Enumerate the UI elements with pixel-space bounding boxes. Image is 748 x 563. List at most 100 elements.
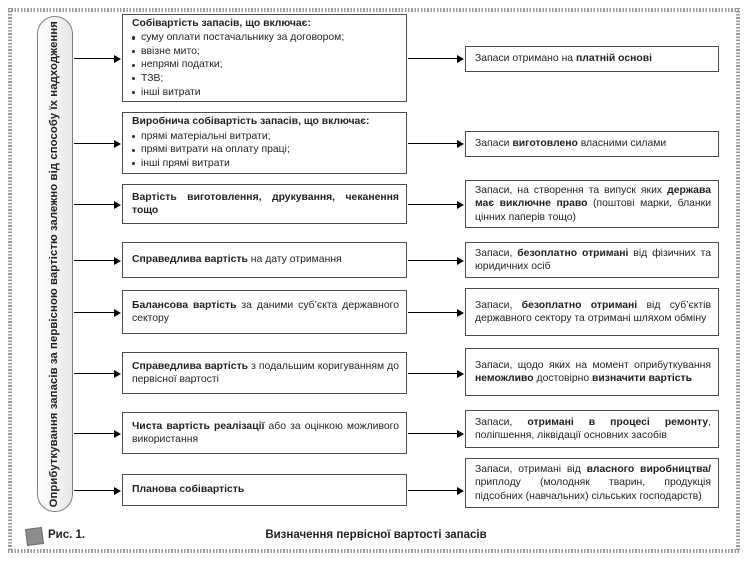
figure-title: Визначення первісної вартості запасів [265,529,487,541]
left-box-4-emphasis: Справедлива вартість [132,254,248,266]
right-box-3-part-2: держава має виключне право [475,185,711,210]
arrow-shaft [408,433,457,435]
list-item: інші прямі витрати [132,157,399,171]
left-to-right-box-arrow-2 [408,139,464,148]
arrow-head-icon [113,200,121,209]
right-box-8-part-3: приплоду (молодняк тварин, продукція під… [475,477,711,502]
right-box-2-part-1: Запаси [475,138,513,150]
right-box-7-part-3: , поліпшення, ліквідації основних засобі… [475,416,712,441]
right-box-7: Запаси, отримані в процесі ремонту, полі… [465,410,719,448]
right-box-2-text: Запаси виготовлено власними силами [475,137,711,150]
list-item: суму оплати постачальнику за договором; [132,31,399,45]
list-item: ТЗВ; [132,72,399,86]
pill-to-left-box-arrow-4 [74,256,121,265]
figure-caption: Рис. 1. Визначення первісної вартості за… [25,527,726,547]
left-box-1: Собівартість запасів, що включає:суму оп… [122,14,407,102]
left-box-7: Чиста вартість реалізації або за оцінкою… [122,412,407,454]
left-box-2-title: Виробнича собівартість запасів, що включ… [132,116,370,128]
arrow-shaft [408,143,457,145]
arrow-head-icon [113,486,121,495]
pill-to-left-box-arrow-8 [74,486,121,495]
arrow-head-icon [113,54,121,63]
right-box-3-part-3: (поштові марки, бланки цінних паперів то… [475,198,712,223]
frame-border-top [8,8,740,12]
arrow-head-icon [456,256,464,265]
left-box-5-emphasis: Балансова вартість [132,299,237,311]
pill-to-left-box-arrow-7 [74,429,121,438]
arrow-head-icon [113,369,121,378]
right-box-5-part-3: від суб’єктів державного сектору та отри… [475,299,712,324]
arrow-shaft [408,373,457,375]
arrow-head-icon [456,308,464,317]
left-box-1-bullet-list: суму оплати постачальнику за договором;в… [132,31,399,99]
left-box-4-text: Справедлива вартість на дату отримання [132,253,399,266]
right-box-8-part-1: Запаси, отримані від [475,464,587,476]
right-box-8: Запаси, отримані від власного виробництв… [465,458,719,508]
right-box-1: Запаси отримано на платній основі [465,46,719,72]
arrow-shaft [74,490,114,492]
right-box-6-part-3: достовірно [533,373,592,384]
frame-border-left [8,8,12,550]
right-box-2: Запаси виготовлено власними силами [465,131,719,157]
left-box-6-text: Справедлива вартість з подальшим коригув… [132,360,399,387]
right-box-6-part-2: неможливо [475,373,534,384]
left-box-5-text: Балансова вартість за даними суб’єкта де… [132,299,399,326]
left-box-3-text: Вартість виготовлення, друкування, чекан… [132,191,399,218]
left-box-5-rest: за даними суб’єкта державного сектору [132,299,399,324]
right-box-1-part-2: платній основі [575,53,653,65]
left-box-5: Балансова вартість за даними суб’єкта де… [122,290,407,334]
right-box-7-part-1: Запаси, [475,416,528,428]
right-box-4-text: Запаси, безоплатно отримані від фізичних… [475,247,711,274]
arrow-head-icon [456,139,464,148]
arrow-shaft [408,260,457,262]
list-item: ввізне мито; [132,45,399,59]
arrow-head-icon [113,139,121,148]
left-box-7-text: Чиста вартість реалізації або за оцінкою… [132,420,399,447]
right-box-4-part-3: від фізичних та юридичних осіб [475,247,711,272]
right-box-4-part-2: безоплатно отримані [517,247,629,259]
left-box-8-text: Планова собівартість [132,483,399,496]
left-box-6-emphasis: Справедлива вартість [132,360,249,372]
vertical-category-label: Оприбуткування запасів за первісною варт… [37,16,73,512]
arrow-shaft [408,58,457,60]
arrow-shaft [74,58,114,60]
right-box-1-part-1: Запаси отримано на [475,53,576,65]
left-box-3-emphasis: Вартість виготовлення, друкування, чекан… [132,191,399,216]
pill-to-left-box-arrow-5 [74,308,121,317]
right-box-6-part-4: визначити вартість [592,373,692,384]
right-box-7-part-2: отримані в процесі ремонту [527,416,709,428]
left-to-right-box-arrow-6 [408,369,464,378]
arrow-head-icon [113,256,121,265]
pill-to-left-box-arrow-3 [74,200,121,209]
left-to-right-box-arrow-3 [408,200,464,209]
arrow-shaft [74,260,114,262]
right-box-5-part-2: безоплатно отримані [521,299,638,311]
arrow-shaft [74,312,114,314]
right-box-5-text: Запаси, безоплатно отримані від суб’єкті… [475,299,711,326]
arrow-head-icon [456,200,464,209]
right-box-5: Запаси, безоплатно отримані від суб’єкті… [465,288,719,336]
right-box-3-part-1: Запаси, на створення та випуск яких [475,185,668,197]
list-item: інші витрати [132,86,399,100]
right-box-5-part-1: Запаси, [475,299,522,311]
figure-number: Рис. 1. [48,529,86,541]
right-box-2-part-2: виготовлено [512,138,578,150]
arrow-head-icon [456,369,464,378]
arrow-head-icon [456,54,464,63]
right-box-1-text: Запаси отримано на платній основі [475,52,711,65]
left-to-right-box-arrow-1 [408,54,464,63]
arrow-head-icon [456,429,464,438]
right-box-3: Запаси, на створення та випуск яких держ… [465,180,719,228]
left-box-2-bullet-list: прямі матеріальні витрати;прямі витрати … [132,130,399,171]
right-box-8-part-2: власного виробництва/ [586,464,711,476]
left-box-6: Справедлива вартість з подальшим коригув… [122,352,407,394]
list-item: непрямі податки; [132,58,399,72]
frame-border-right [736,8,740,550]
pill-to-left-box-arrow-2 [74,139,121,148]
list-item: прямі витрати на оплату праці; [132,143,399,157]
arrow-shaft [74,204,114,206]
arrow-shaft [408,490,457,492]
right-box-6: Запаси, щодо яких на момент оприбуткуван… [465,348,719,396]
left-to-right-box-arrow-4 [408,256,464,265]
